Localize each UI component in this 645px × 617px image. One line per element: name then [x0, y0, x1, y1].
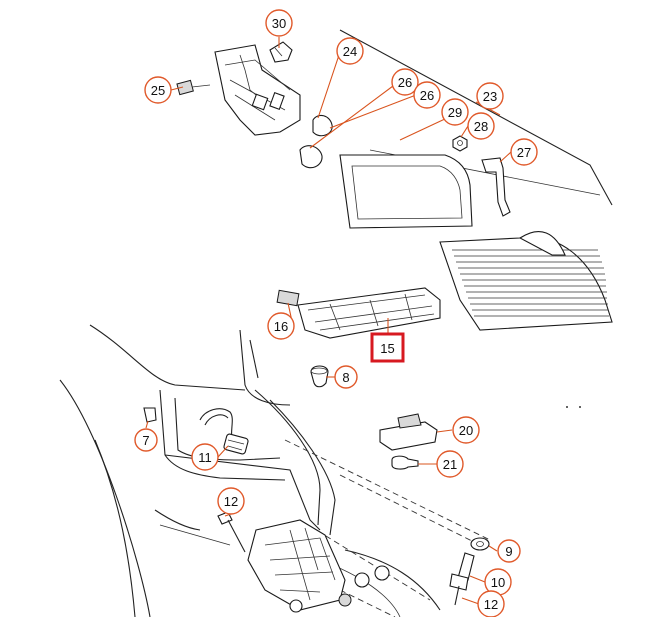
- callout-28[interactable]: 28: [467, 112, 495, 140]
- callout-9-label: 9: [505, 544, 512, 559]
- callout-16-label: 16: [274, 319, 288, 334]
- callout-12-a-label: 12: [224, 494, 238, 509]
- callout-24[interactable]: 24: [336, 37, 364, 65]
- callout-20-label: 20: [459, 423, 473, 438]
- callout-25-label: 25: [151, 83, 165, 98]
- bracket-27: [481, 157, 511, 217]
- license-lamp-20: [379, 413, 438, 470]
- callout-9[interactable]: 9: [497, 539, 521, 563]
- callout-12-a[interactable]: 12: [217, 487, 245, 515]
- callout-28-label: 28: [474, 119, 488, 134]
- callout-7-label: 7: [142, 433, 149, 448]
- bolt-12a: [217, 511, 246, 553]
- body-outline: [59, 29, 613, 617]
- callout-8[interactable]: 8: [334, 365, 358, 389]
- callout-26-b[interactable]: 26: [413, 81, 441, 109]
- callout-27[interactable]: 27: [510, 138, 538, 166]
- callout-27-label: 27: [517, 145, 531, 160]
- callout-10-label: 10: [491, 575, 505, 590]
- nut-28: [452, 135, 468, 152]
- callout-21[interactable]: 21: [436, 450, 464, 478]
- callout-8-label: 8: [342, 370, 349, 385]
- callout-24-label: 24: [343, 44, 357, 59]
- callout-25[interactable]: 25: [144, 76, 172, 104]
- callout-11-label: 11: [198, 450, 212, 465]
- callout-16[interactable]: 16: [267, 312, 295, 340]
- callout-10[interactable]: 10: [484, 568, 512, 596]
- callout-12-b-label: 12: [484, 597, 498, 612]
- clip-7: [143, 407, 157, 423]
- callout-21-label: 21: [443, 457, 457, 472]
- lens-frame: [339, 154, 473, 229]
- wiring-harness-11: [199, 408, 249, 455]
- brake-light-15: [276, 287, 441, 339]
- callout-26-a[interactable]: 26: [391, 68, 419, 96]
- highlighted-callout-15[interactable]: 15: [370, 332, 405, 363]
- callout-26-b-label: 26: [420, 88, 434, 103]
- callout-23[interactable]: 23: [476, 82, 504, 110]
- stud-10: [449, 552, 475, 606]
- washer-9: [470, 537, 490, 551]
- callout-23-label: 23: [483, 89, 497, 104]
- callout-30-label: 30: [272, 16, 286, 31]
- grommet-8: [310, 365, 329, 388]
- lower-lamp-housing: [247, 519, 390, 613]
- tail-lamp-lens: [439, 230, 613, 331]
- callout-29-label: 29: [448, 105, 462, 120]
- lamp-holder-assembly: [176, 41, 333, 169]
- callout-12-b[interactable]: 12: [477, 590, 505, 617]
- callout-20[interactable]: 20: [452, 416, 480, 444]
- callout-11[interactable]: 11: [191, 443, 219, 471]
- callout-26-a-label: 26: [398, 75, 412, 90]
- callout-30[interactable]: 30: [265, 9, 293, 37]
- callout-29[interactable]: 29: [441, 98, 469, 126]
- callout-7[interactable]: 7: [134, 428, 158, 452]
- leader-lines: [145, 37, 512, 605]
- highlighted-callout-15-label: 15: [380, 341, 394, 356]
